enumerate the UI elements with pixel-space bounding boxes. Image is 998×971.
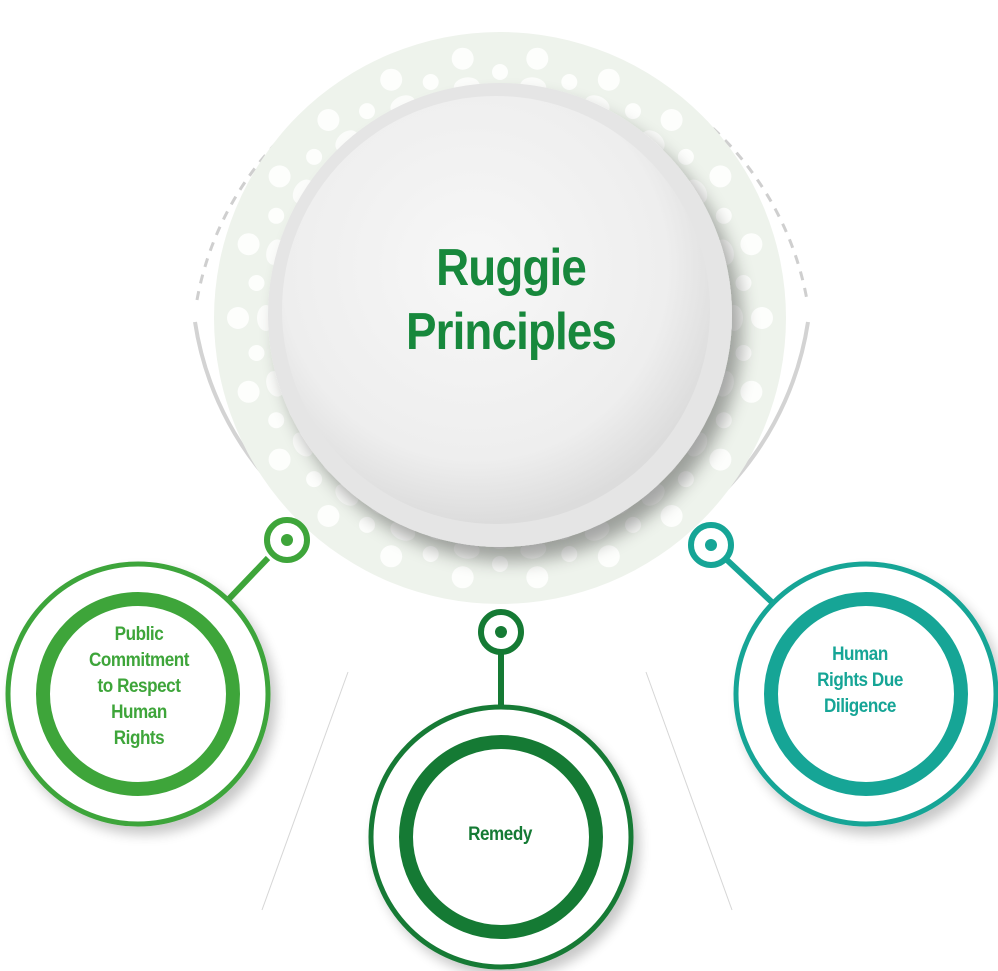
pattern-figure-head [492, 556, 508, 572]
pattern-figure-head [306, 148, 323, 165]
node-label-line: Public [114, 624, 164, 645]
pattern-figure-head [451, 566, 474, 589]
pattern-figure-head [380, 545, 403, 568]
pattern-figure-head [709, 448, 732, 471]
pattern-figure-head [561, 546, 578, 562]
node-label-line: to Respect [97, 676, 181, 697]
node-hrdd [733, 561, 998, 827]
pattern-figure-head [740, 233, 763, 256]
pattern-figure-head [380, 68, 403, 91]
pattern-figure-head [268, 165, 291, 188]
pattern-figure-head [715, 207, 732, 224]
pattern-figure-head [268, 412, 285, 429]
pattern-figure-head [248, 345, 265, 361]
node-label-line: Remedy [468, 824, 532, 845]
pattern-figure-head [237, 380, 260, 403]
pattern-figure-head [625, 516, 641, 533]
pattern-figure-head [306, 471, 323, 488]
pattern-figure-head [526, 47, 549, 70]
node-label-remedy: Remedy [437, 822, 563, 848]
node-label-line: Commitment [88, 650, 190, 671]
pattern-figure-head [237, 233, 260, 256]
pattern-figure-head [268, 448, 291, 471]
center-circle [282, 96, 710, 524]
pattern-figure-head [660, 505, 683, 527]
node-label-line: Diligence [824, 696, 896, 717]
node-label-line: Rights [113, 728, 165, 749]
pattern-figure-head [561, 74, 578, 90]
connector-hrdd [688, 522, 779, 609]
pattern-figure-head [422, 546, 439, 562]
pattern-figure-head [526, 566, 549, 589]
center-title-line-1: Ruggie [436, 239, 587, 297]
guide-line-right [645, 671, 733, 911]
pattern-figure-head [735, 275, 752, 291]
connector-remedy [478, 609, 524, 718]
pattern-figure-head [625, 103, 641, 120]
node-label-hrdd: Human Rights Due Diligence [793, 642, 926, 720]
pattern-figure-head [359, 103, 375, 120]
node-label-line: Rights Due [817, 670, 903, 691]
pattern-figure-head [422, 74, 439, 90]
pattern-figure-head [751, 307, 773, 329]
pattern-figure-head [597, 68, 620, 91]
guide-line-left [261, 671, 349, 911]
node-label-public: Public Commitment to Respect Human Right… [73, 622, 204, 752]
pattern-figure-head [709, 165, 732, 188]
pattern-figure-head [660, 109, 683, 131]
center-title-line-2: Principles [406, 303, 617, 361]
pattern-figure-head [597, 545, 620, 568]
pattern-figure-head [677, 148, 694, 165]
node-public [5, 561, 271, 827]
pattern-figure-head [715, 412, 732, 429]
pattern-figure-head [227, 307, 249, 329]
pattern-figure-head [317, 505, 340, 527]
node-label-line: Human [111, 702, 167, 723]
pattern-figure-head [451, 47, 474, 70]
node-label-line: Human [832, 644, 888, 665]
center-title: Ruggie Principles [361, 236, 660, 364]
pattern-figure-head [735, 345, 752, 361]
node-remedy [368, 704, 634, 970]
pattern-figure-head [317, 109, 340, 131]
pattern-figure-head [268, 207, 285, 224]
pattern-figure-head [359, 516, 375, 533]
connector-public [223, 517, 310, 605]
pattern-figure-head [677, 471, 694, 488]
pattern-figure-head [248, 275, 265, 291]
pattern-figure-head [740, 380, 763, 403]
pattern-figure-head [492, 64, 508, 80]
